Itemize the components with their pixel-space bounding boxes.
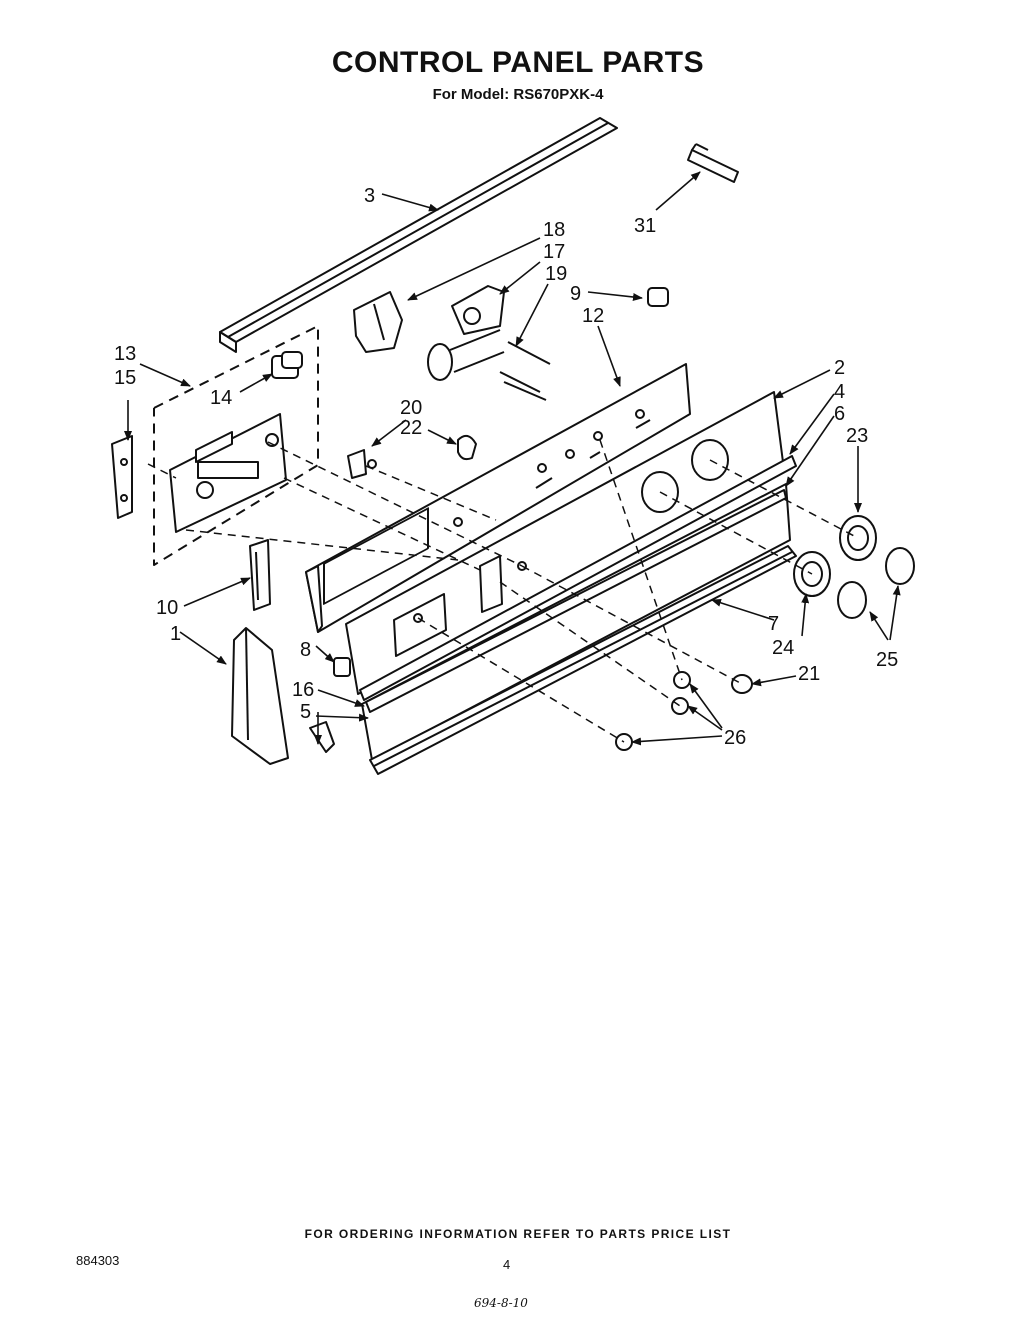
callout-19: 19 <box>545 263 567 285</box>
part-rear-panel-12 <box>305 363 691 633</box>
callout-2: 2 <box>834 357 845 379</box>
model-subtitle: For Model: RS670PXK-4 <box>432 86 604 103</box>
callout-labels: 3 31 18 17 19 9 12 13 15 14 20 22 2 4 6 … <box>114 185 898 749</box>
callout-7: 7 <box>768 613 779 635</box>
callout-24: 24 <box>772 637 794 659</box>
part-switch-17 <box>451 285 505 335</box>
part-trim-6 <box>361 483 791 761</box>
callout-20: 20 <box>400 397 422 419</box>
part-clip-14 <box>271 351 303 379</box>
callout-16: 16 <box>292 679 314 701</box>
callout-18: 18 <box>543 219 565 241</box>
part-bracket-10 <box>249 539 271 611</box>
part-trim-strip <box>219 117 618 353</box>
clock-housing-outline <box>153 325 319 566</box>
part-knob-25a <box>885 547 915 585</box>
page-title: CONTROL PANEL PARTS <box>331 46 705 79</box>
part-bezel-23 <box>839 515 877 561</box>
callout-17: 17 <box>543 241 565 263</box>
part-switch-18 <box>353 291 403 353</box>
part-switch-20 <box>347 449 377 479</box>
clock-module <box>169 413 287 533</box>
callout-10: 10 <box>156 597 178 619</box>
leader-arrows <box>124 171 901 746</box>
callout-3: 3 <box>364 185 375 207</box>
callout-21: 21 <box>798 663 820 685</box>
part-wires-19 <box>427 329 551 401</box>
callout-14: 14 <box>210 387 232 409</box>
callout-9: 9 <box>570 283 581 305</box>
part-clip-22 <box>457 434 477 461</box>
part-side-bracket-15 <box>111 435 133 519</box>
part-end-cap-1 <box>231 627 289 765</box>
callout-12: 12 <box>582 305 604 327</box>
handwritten-code: 694-8-10 <box>474 1296 528 1310</box>
callout-4: 4 <box>834 381 845 403</box>
callout-15: 15 <box>114 367 136 389</box>
document-number: 884303 <box>76 1253 120 1268</box>
callout-31: 31 <box>634 215 656 237</box>
callout-1: 1 <box>170 623 181 645</box>
callout-8: 8 <box>300 639 311 661</box>
part-button-21 <box>731 674 753 694</box>
callout-6: 6 <box>834 403 845 425</box>
part-button-26b <box>671 697 689 715</box>
assembly-guides <box>147 439 859 743</box>
part-cap-8 <box>333 657 351 677</box>
part-bracket-31 <box>687 143 739 183</box>
callout-23: 23 <box>846 425 868 447</box>
callout-26: 26 <box>724 727 746 749</box>
part-knob-9 <box>647 287 669 307</box>
part-channel-7 <box>369 545 797 775</box>
callout-13: 13 <box>114 343 136 365</box>
part-end-piece-5 <box>309 721 335 753</box>
part-knob-25b <box>837 581 867 619</box>
part-trim-4 <box>359 455 797 701</box>
callout-5: 5 <box>300 701 311 723</box>
page-number: 4 <box>503 1257 511 1272</box>
callout-22: 22 <box>400 417 422 439</box>
ordering-note: FOR ORDERING INFORMATION REFER TO PARTS … <box>304 1227 732 1241</box>
callout-25: 25 <box>876 649 898 671</box>
part-channel-16 <box>365 489 787 713</box>
